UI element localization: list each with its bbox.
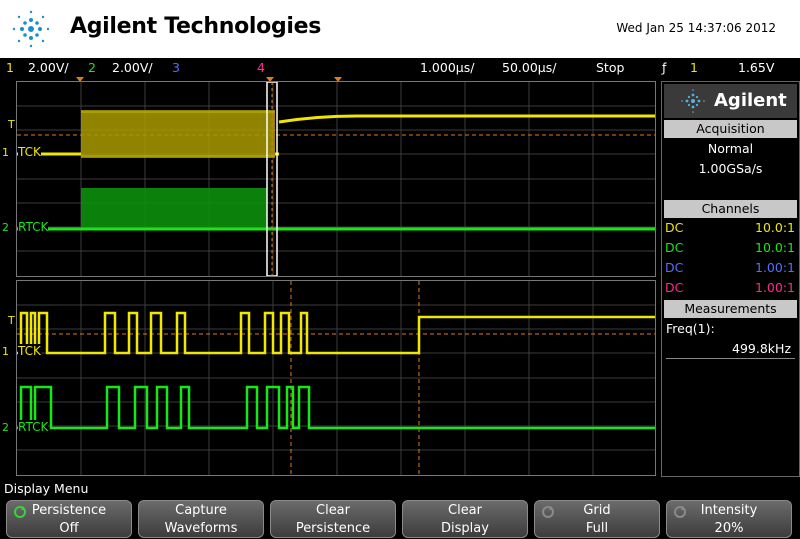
softkey-value: Full (585, 521, 609, 536)
top-markers (76, 77, 342, 82)
softkey-label: Persistence (31, 503, 107, 518)
main-waveform-window[interactable] (16, 81, 656, 277)
ch4-coupling: DC (665, 280, 684, 295)
intensity-softkey[interactable]: Intensity 20% (666, 500, 792, 538)
ch3-probe: 1.00:1 (755, 260, 795, 275)
ch1-number[interactable]: 1 (6, 60, 14, 75)
meas-divider (666, 358, 795, 359)
panel-logo: Agilent (664, 84, 797, 118)
clear-persistence-softkey[interactable]: Clear Persistence (270, 500, 396, 538)
upper-ch1-number: 1 (2, 146, 9, 159)
ch2-probe: 10.0:1 (755, 240, 795, 255)
zoom-window-box[interactable] (266, 82, 278, 276)
ch2-scale[interactable]: 2.00V/ (112, 60, 153, 75)
rotate-knob-icon (542, 506, 554, 518)
trigger-source[interactable]: 1 (690, 60, 698, 75)
softkey-value: Off (59, 521, 79, 536)
grid-softkey[interactable]: Grid Full (534, 500, 660, 538)
panel-logo-text: Agilent (714, 90, 787, 111)
delay-marker[interactable] (76, 77, 84, 82)
status-bar: 1 2.00V/ 2 2.00V/ 3 4 1.000μs/ 50.00μs/ … (0, 58, 800, 78)
brand-title: Agilent Technologies (70, 14, 322, 39)
softkey-label: Clear (448, 503, 482, 518)
delay[interactable]: 50.00μs/ (502, 60, 557, 75)
softkey-value: Waveforms (164, 521, 238, 536)
ch3-number[interactable]: 3 (172, 60, 180, 75)
persistence-softkey[interactable]: Persistence Off (6, 500, 132, 538)
ch4-number[interactable]: 4 (257, 60, 265, 75)
zoom-waveform-window[interactable] (16, 280, 656, 476)
timebase[interactable]: 1.000μs/ (420, 60, 475, 75)
zoom-ch2-trace (17, 385, 655, 430)
softkey-label: Grid (583, 503, 611, 518)
trigger-edge-icon: ƒ (662, 60, 667, 75)
lower-ch2-label: RTCK (18, 420, 49, 434)
header-banner: Agilent Technologies Wed Jan 25 14:37:06… (0, 0, 800, 58)
trigger-marker[interactable] (334, 77, 342, 82)
upper-ch2-number: 2 (2, 221, 9, 234)
agilent-spark-logo (12, 10, 50, 48)
softkey-value: 20% (714, 521, 744, 536)
softkey-label: Intensity (700, 503, 758, 518)
ch3-coupling: DC (665, 260, 684, 275)
acquisition-header[interactable]: Acquisition (664, 120, 797, 138)
capture-waveforms-softkey[interactable]: Capture Waveforms (138, 500, 264, 538)
ch1-scale[interactable]: 2.00V/ (28, 60, 69, 75)
ch1-coupling: DC (665, 220, 684, 235)
lower-ch2-number: 2 (2, 421, 9, 434)
measurements-header[interactable]: Measurements (664, 300, 797, 318)
softkey-value: Display (441, 521, 489, 536)
main-graticule (17, 82, 655, 276)
ch4-probe: 1.00:1 (755, 280, 795, 295)
ch2-coupling: DC (665, 240, 684, 255)
lower-ch1-number: 1 (2, 345, 9, 358)
ch2-burst (81, 188, 267, 230)
acq-rate: 1.00GSa/s (698, 161, 763, 176)
meas-label: Freq(1): (666, 321, 715, 336)
datetime: Wed Jan 25 14:37:06 2012 (616, 21, 776, 35)
softkey-label: Clear (316, 503, 350, 518)
ch2-number[interactable]: 2 (88, 60, 96, 75)
spark-icon (681, 89, 705, 113)
lower-ch1-label: TCK (18, 344, 41, 358)
lower-trigger-marker: T (8, 314, 15, 327)
softkey-value: Persistence (295, 521, 371, 536)
rotate-knob-icon (14, 506, 26, 518)
menu-title: Display Menu (4, 481, 89, 496)
upper-ch1-label: TCK (18, 145, 41, 159)
zoom-ch1-trace (17, 311, 655, 355)
upper-trigger-marker: T (8, 118, 15, 131)
rotate-knob-icon (674, 506, 686, 518)
upper-ch2-label: RTCK (18, 220, 49, 234)
info-panel: Agilent Acquisition Normal 1.00GSa/s Cha… (661, 81, 800, 477)
ch1-burst (81, 110, 275, 158)
softkey-label: Capture (175, 503, 227, 518)
channels-header[interactable]: Channels (664, 200, 797, 218)
ch1-trace-right (278, 114, 655, 124)
zoom-marker[interactable] (266, 77, 274, 82)
acq-mode: Normal (707, 141, 754, 156)
run-state[interactable]: Stop (596, 60, 625, 75)
meas-value: 499.8kHz (732, 341, 791, 356)
clear-display-softkey[interactable]: Clear Display (402, 500, 528, 538)
ch1-probe: 10.0:1 (755, 220, 795, 235)
zoom-graticule (17, 281, 655, 475)
trigger-level[interactable]: 1.65V (738, 60, 775, 75)
